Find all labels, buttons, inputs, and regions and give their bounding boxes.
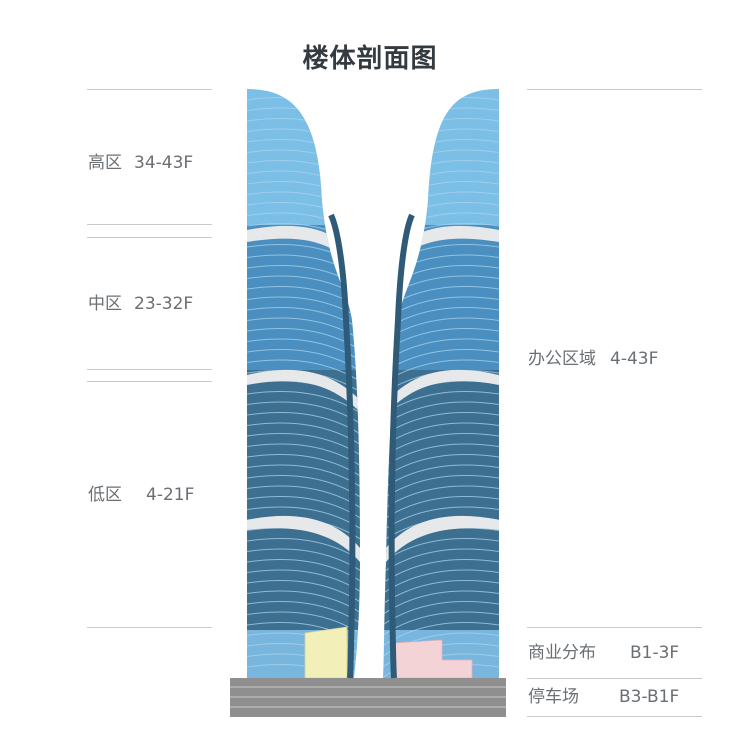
- left-refuge-floor-1: [247, 225, 345, 258]
- divider-office-bottom: [527, 627, 702, 628]
- floor-line: [247, 328, 360, 354]
- floor-line: [247, 317, 360, 343]
- zone-label-commercial: 商业分布 B1-3F: [528, 643, 679, 663]
- divider-commercial-bottom: [527, 678, 702, 679]
- zone-label-parking: 停车场 B3-B1F: [528, 687, 679, 707]
- right-commercial-block: [393, 639, 473, 678]
- floor-line: [247, 359, 360, 385]
- divider-parking-bottom: [527, 716, 702, 717]
- zone-range-low: 4-21F: [146, 485, 195, 505]
- zone-name-parking: 停车场: [528, 687, 579, 707]
- divider-top-left: [87, 89, 212, 90]
- divider-high-bottom: [87, 224, 212, 225]
- divider-top-right: [527, 89, 702, 90]
- right-refuge-floor-2: [388, 369, 499, 412]
- zone-range-office: 4-43F: [610, 349, 659, 369]
- divider-low-top: [87, 381, 212, 382]
- left-refuge-floor-2: [247, 369, 360, 412]
- basement-block: [230, 678, 506, 717]
- zone-range-parking: B3-B1F: [619, 687, 680, 707]
- zone-range-high: 34-43F: [134, 153, 194, 173]
- left-refuge-floor-3: [247, 515, 360, 562]
- floor-line: [247, 338, 360, 364]
- floor-line: [247, 349, 360, 375]
- right-refuge-floor-3: [386, 515, 499, 562]
- zone-name-commercial: 商业分布: [528, 643, 596, 663]
- zone-name-low: 低区: [88, 485, 122, 505]
- divider-low-bottom: [87, 627, 212, 628]
- right-refuge-floor-1: [401, 225, 499, 258]
- zone-label-low: 低区 4-21F: [88, 485, 194, 505]
- divider-mid-bottom: [87, 369, 212, 370]
- left-commercial-block: [304, 626, 348, 678]
- zone-range-commercial: B1-3F: [630, 643, 680, 663]
- divider-mid-top: [87, 237, 212, 238]
- zone-label-mid: 中区 23-32F: [88, 294, 193, 314]
- right-spine: [388, 213, 415, 679]
- page-title: 楼体剖面图: [302, 44, 438, 74]
- zone-name-office: 办公区域: [528, 349, 596, 369]
- left-spine: [328, 213, 356, 679]
- zone-label-high: 高区 34-43F: [88, 153, 193, 173]
- zone-label-office: 办公区域 4-43F: [528, 349, 658, 369]
- zone-name-mid: 中区: [88, 294, 122, 314]
- zone-range-mid: 23-32F: [134, 294, 194, 314]
- zone-name-high: 高区: [88, 153, 122, 173]
